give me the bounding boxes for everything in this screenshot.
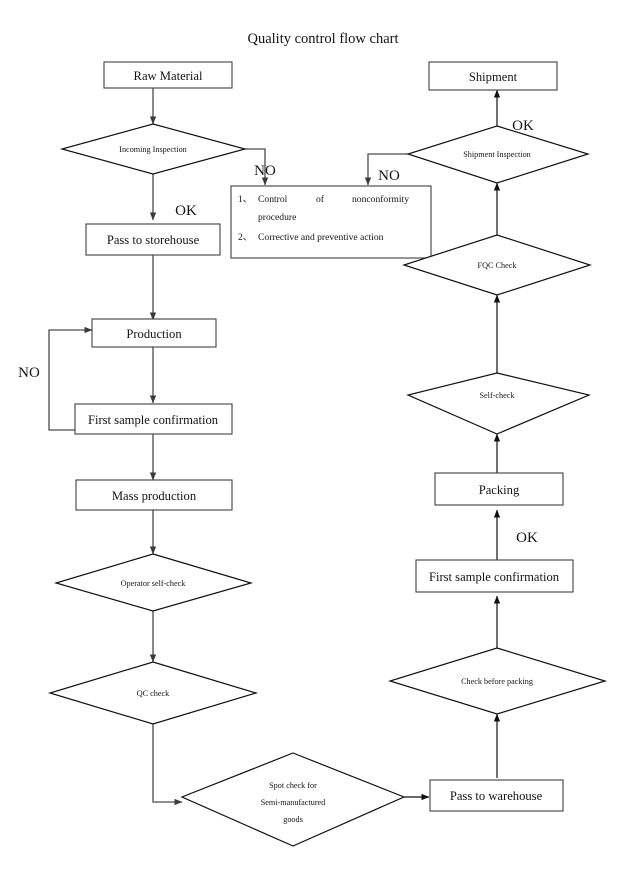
node-fqc-check-label: FQC Check <box>478 261 518 270</box>
edge-label-no-shipment: NO <box>378 168 400 184</box>
node-shipment-inspection-label: Shipment Inspection <box>463 150 531 159</box>
node-pass-to-warehouse[interactable]: Pass to warehouse <box>429 779 564 812</box>
node-first-sample-confirmation-left-label: First sample confirmation <box>88 413 219 427</box>
edge-label-ok-incoming: OK <box>175 203 197 219</box>
node-check-before-packing[interactable]: Check before packing <box>387 647 608 715</box>
edge-label-ok-shipment: OK <box>512 118 534 134</box>
nonconformity-item1-word1: Control <box>258 194 288 205</box>
node-raw-material-label: Raw Material <box>134 69 203 83</box>
node-operator-self-check-label: Operator self-check <box>121 579 187 588</box>
node-first-sample-confirmation-right-label: First sample confirmation <box>429 570 560 584</box>
node-spot-check-line1: Spot check for <box>269 781 317 790</box>
edge-qccheck-to-spotcheck <box>152 724 183 806</box>
edge-firstsample-no-loop <box>48 326 93 431</box>
page-title: Quality control flow chart <box>248 31 399 47</box>
edge-incoming-no-to-nonconformity <box>245 148 269 186</box>
node-check-before-packing-label: Check before packing <box>461 677 533 686</box>
node-spot-check-line3: goods <box>283 815 303 824</box>
edge-label-no-first-sample: NO <box>18 365 40 381</box>
nonconformity-item1-number: 1、 <box>238 194 252 205</box>
node-raw-material[interactable]: Raw Material <box>103 61 233 89</box>
nonconformity-item2-text: Corrective and preventive action <box>258 232 384 243</box>
node-pass-to-storehouse[interactable]: Pass to storehouse <box>85 223 221 256</box>
nonconformity-item1-word2: of <box>316 194 325 205</box>
node-pass-to-storehouse-label: Pass to storehouse <box>107 233 200 247</box>
node-production[interactable]: Production <box>91 318 217 348</box>
node-mass-production-label: Mass production <box>112 489 197 503</box>
node-qc-check[interactable]: QC check <box>47 661 259 725</box>
node-mass-production[interactable]: Mass production <box>75 479 233 511</box>
node-pass-to-warehouse-label: Pass to warehouse <box>450 789 543 803</box>
node-self-check[interactable]: Self-check <box>406 372 591 435</box>
edge-label-ok-packing: OK <box>516 530 538 546</box>
node-spot-check-semi-manufactured[interactable]: Spot check for Semi-manufactured goods <box>180 752 406 847</box>
node-shipment-label: Shipment <box>469 70 518 84</box>
node-first-sample-confirmation-right[interactable]: First sample confirmation <box>415 559 574 593</box>
node-spot-check-line2: Semi-manufactured <box>261 798 326 807</box>
node-shipment[interactable]: Shipment <box>428 61 558 91</box>
node-shipment-inspection[interactable]: Shipment Inspection <box>406 125 591 184</box>
node-production-label: Production <box>126 327 182 341</box>
node-incoming-inspection-label: Incoming Inspection <box>119 145 187 154</box>
node-first-sample-confirmation-left[interactable]: First sample confirmation <box>74 403 233 435</box>
nonconformity-item1-word3: nonconformity <box>352 194 409 205</box>
nonconformity-item1-line2: procedure <box>258 212 296 223</box>
node-packing-label: Packing <box>479 483 520 497</box>
node-fqc-check[interactable]: FQC Check <box>402 234 592 296</box>
nonconformity-item2-number: 2、 <box>238 232 252 243</box>
node-nonconformity-actions[interactable]: 1、 Control of nonconformity procedure 2、… <box>230 185 432 259</box>
node-packing[interactable]: Packing <box>434 472 564 506</box>
node-incoming-inspection[interactable]: Incoming Inspection <box>59 123 248 175</box>
edge-shipmentinspection-no-to-nonconformity <box>364 153 408 186</box>
edge-label-no-incoming: NO <box>254 163 276 179</box>
node-qc-check-label: QC check <box>137 689 170 698</box>
node-self-check-label: Self-check <box>479 391 515 400</box>
node-operator-self-check[interactable]: Operator self-check <box>53 553 254 612</box>
